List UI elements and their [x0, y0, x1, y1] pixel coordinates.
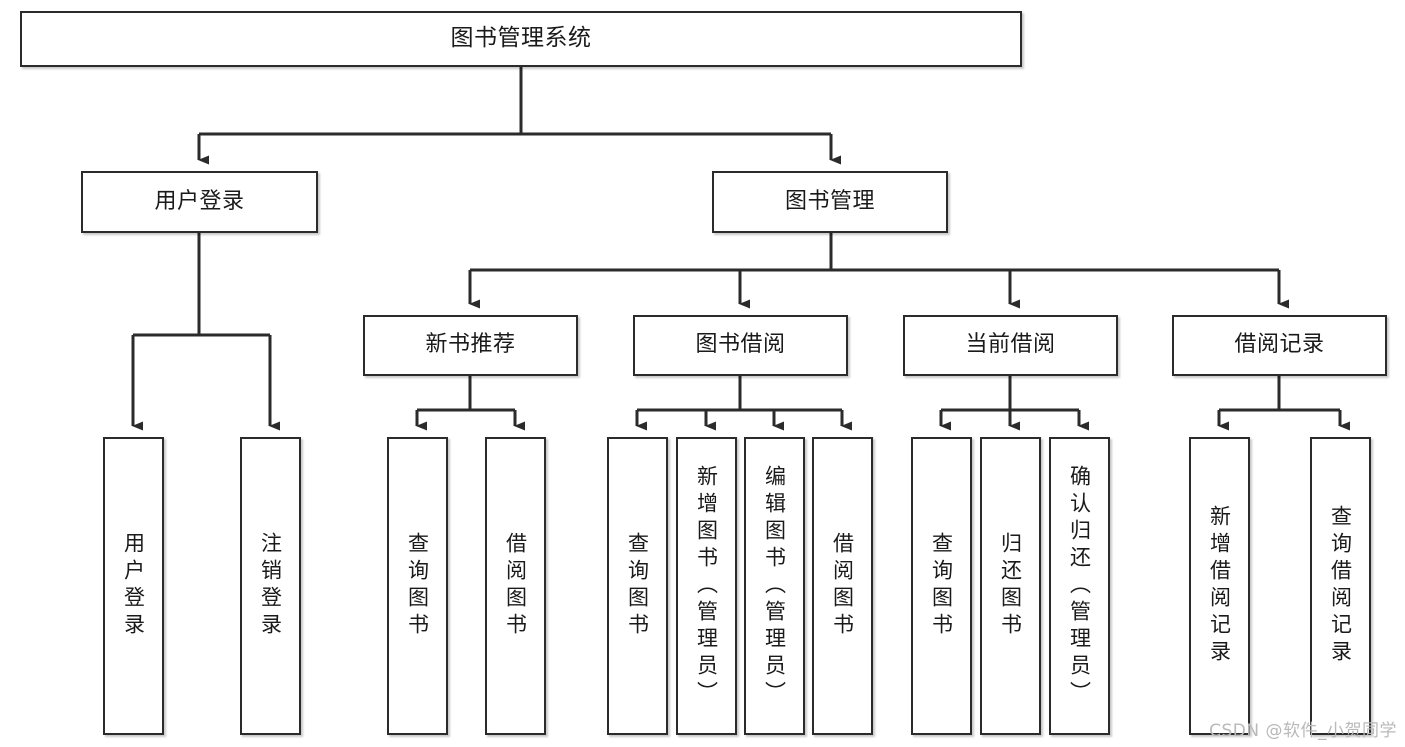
- node-label: 确认归还（管理员）: [1067, 464, 1092, 708]
- node-label: 图书借阅: [695, 332, 786, 358]
- node-label: 借阅图书: [503, 532, 528, 640]
- node-leaf-user-login-login[interactable]: 用户登录: [103, 437, 164, 735]
- node-current-borrow[interactable]: 当前借阅: [903, 315, 1118, 376]
- node-leaf-book-borrow-borrow[interactable]: 借阅图书: [812, 437, 873, 735]
- node-leaf-current-borrow-return[interactable]: 归还图书: [980, 437, 1041, 735]
- node-leaf-current-borrow-query[interactable]: 查询图书: [911, 437, 972, 735]
- node-label: 新书推荐: [425, 332, 516, 358]
- node-leaf-book-borrow-edit[interactable]: 编辑图书（管理员）: [744, 437, 805, 735]
- node-label: 用户登录: [154, 188, 245, 214]
- node-borrow-record[interactable]: 借阅记录: [1172, 315, 1387, 376]
- node-leaf-new-book-borrow[interactable]: 借阅图书: [485, 437, 546, 735]
- node-label: 查询借阅记录: [1328, 505, 1353, 667]
- node-leaf-new-book-query[interactable]: 查询图书: [387, 437, 448, 735]
- node-label: 图书管理: [784, 188, 875, 214]
- node-label: 编辑图书（管理员）: [762, 464, 787, 708]
- node-book-borrow[interactable]: 图书借阅: [633, 315, 848, 376]
- node-label: 查询图书: [405, 532, 430, 640]
- watermark-text: CSDN @软件_小贺同学: [1209, 721, 1397, 741]
- node-label: 新增借阅记录: [1207, 505, 1232, 667]
- node-new-book-recommend[interactable]: 新书推荐: [363, 315, 578, 376]
- node-leaf-borrow-record-add[interactable]: 新增借阅记录: [1189, 437, 1250, 735]
- node-label: 归还图书: [998, 532, 1023, 640]
- node-leaf-borrow-record-query[interactable]: 查询借阅记录: [1310, 437, 1371, 735]
- node-leaf-book-borrow-add[interactable]: 新增图书（管理员）: [676, 437, 737, 735]
- node-label: 注销登录: [258, 532, 283, 640]
- node-label: 借阅图书: [830, 532, 855, 640]
- node-leaf-current-borrow-confirm[interactable]: 确认归还（管理员）: [1049, 437, 1110, 735]
- node-label: 当前借阅: [965, 332, 1056, 358]
- node-label: 图书管理系统: [450, 25, 592, 52]
- node-label: 用户登录: [121, 532, 146, 640]
- node-user-login[interactable]: 用户登录: [81, 171, 318, 233]
- node-label: 查询图书: [929, 532, 954, 640]
- node-root-system[interactable]: 图书管理系统: [20, 11, 1022, 67]
- node-label: 查询图书: [625, 532, 650, 640]
- node-label: 新增图书（管理员）: [694, 464, 719, 708]
- node-label: 借阅记录: [1234, 332, 1325, 358]
- node-leaf-book-borrow-query[interactable]: 查询图书: [607, 437, 668, 735]
- node-leaf-user-login-logout[interactable]: 注销登录: [240, 437, 301, 735]
- node-book-manage[interactable]: 图书管理: [712, 171, 948, 233]
